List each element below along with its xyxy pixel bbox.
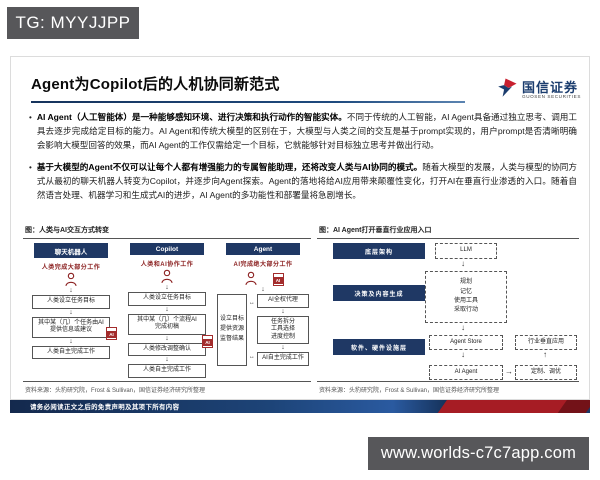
- figure-vertical-entry: 图：AI Agent打开垂直行业应用入口 底层架构 LLM ↓ 决策及内容生成 …: [317, 223, 579, 394]
- ai-file-icon: AI: [202, 335, 213, 348]
- person-icon: [63, 272, 79, 287]
- vertical-apps-node: 行业垂直应用: [515, 335, 577, 350]
- figure-interaction-shift: 图：人类与AI交互方式转变 聊天机器人 人类完成大部分工作 人类设立任务目标 其…: [23, 223, 311, 394]
- bullet-bold: AI Agent（人工智能体）是一种能够感知环境、进行决策和执行动作的智能实体。: [36, 112, 347, 122]
- arrow-leftright-icon: [249, 354, 255, 360]
- layer-label: 软件、硬件设施层: [333, 339, 425, 355]
- figures-row: 图：人类与AI交互方式转变 聊天机器人 人类完成大部分工作 人类设立任务目标 其…: [23, 223, 579, 394]
- arrow-down-icon: ↓: [461, 259, 465, 268]
- agent-icons-row: AI: [243, 271, 284, 286]
- column-subtitle: AI完成绝大部分工作: [233, 262, 293, 268]
- column-header: Copilot: [130, 243, 204, 255]
- figure-title: 图：AI Agent打开垂直行业应用入口: [319, 227, 432, 234]
- figure-content: 底层架构 LLM ↓ 决策及内容生成 规划 记忆 使用工具 采取行动 ↓ 软件、…: [317, 239, 579, 381]
- arrow-down-icon: [69, 338, 73, 346]
- bullet-marker: •: [29, 113, 32, 122]
- arrow-down-icon: [281, 308, 285, 316]
- arrow-right-icon: →: [505, 367, 513, 376]
- copilot-column: Copilot 人类和AI协作工作 人类设立任务目标 其中某（几）个流程AI 完…: [121, 243, 213, 381]
- tg-badge-text: TG: MYYJJPP: [15, 13, 131, 32]
- arrow-leftright-icon: [249, 300, 255, 306]
- disclaimer-text: 请务必阅读正文之后的免责声明及其项下所有内容: [30, 404, 180, 411]
- arrow-down-icon: ↓: [461, 323, 465, 332]
- human-role-box: 设立目标 提供资源 监督结果: [217, 294, 247, 366]
- flow-step: 人类设立任务目标: [32, 295, 110, 309]
- arrow-down-icon: [69, 309, 73, 317]
- flow-step: 人类设立任务目标: [128, 292, 206, 306]
- ai-icon-label: AI: [203, 339, 212, 346]
- flow-step: 人类自主完成工作: [128, 364, 206, 378]
- chatbot-column: 聊天机器人 人类完成大部分工作 人类设立任务目标 其中某（几）个任务由AI 提供…: [25, 243, 117, 381]
- report-slide: Agent为Copilot后的人机协同新范式 国信证券 GUOSEN SECUR…: [10, 56, 590, 400]
- column-subtitle: 人类完成大部分工作: [41, 265, 101, 271]
- title-divider: [31, 101, 465, 103]
- guosen-logo-icon: [496, 77, 518, 104]
- ai-file-icon: AI: [106, 327, 117, 340]
- arrow-down-icon: [281, 344, 285, 352]
- page-title: Agent为Copilot后的人机协同新范式: [31, 76, 280, 93]
- figure-divider: [317, 381, 579, 382]
- arrow-down-icon: [165, 356, 169, 364]
- figure-source: 资料来源：头豹研究院，Frost & Sullivan，国信证券经济研究所整理: [25, 388, 206, 394]
- footer-bar: 请务必阅读正文之后的免责声明及其项下所有内容: [10, 400, 590, 413]
- arrow-up-icon: ↑: [543, 350, 547, 359]
- flow-step: 其中某（几）个任务由AI 提供信息或建议: [32, 316, 110, 338]
- person-icon: [243, 271, 259, 286]
- flow-step: 人类自主完成工作: [32, 345, 110, 359]
- bullet-marker: •: [29, 162, 32, 172]
- llm-node: LLM: [435, 243, 497, 259]
- ai-icon-label: AI: [273, 277, 283, 284]
- agent-flow: AI全权代理 任务拆分 工具选择 进度控制 AI自主完成工作: [257, 294, 309, 366]
- ai-file-icon: AI: [272, 273, 284, 286]
- logo-name: 国信证券: [522, 80, 579, 96]
- figure-divider: [317, 238, 579, 239]
- figure-divider: [23, 381, 311, 382]
- tg-badge: TG: MYYJJPP: [7, 7, 139, 39]
- layer-label: 决策及内容生成: [333, 285, 425, 301]
- figure-content: 聊天机器人 人类完成大部分工作 人类设立任务目标 其中某（几）个任务由AI 提供…: [23, 239, 311, 381]
- customize-node: 定制、调优: [515, 365, 577, 380]
- watermark-url-text: www.worlds-c7c7app.com: [380, 444, 577, 462]
- flow-step: AI全权代理: [257, 294, 309, 308]
- bullet-text: AI Agent（人工智能体）是一种能够感知环境、进行决策和执行动作的智能实体。…: [37, 111, 577, 153]
- flow-step: 其中某（几）个流程AI 完成初稿: [128, 313, 206, 335]
- bullet-rest: 不同于传统的人工智能，AI Agent具备通过独立思考、调用工具去逐步完成给定目…: [36, 112, 577, 150]
- arrow-down-icon: [69, 287, 73, 295]
- arrow-down-icon: [165, 306, 169, 314]
- column-header: 聊天机器人: [34, 243, 108, 258]
- bullet-text: 基于大模型的Agent不仅可以让每个人都有增强能力的专属智能助理，还将改变人类与…: [37, 161, 577, 203]
- figure-divider: [23, 238, 311, 239]
- arrow-down-icon: [165, 284, 169, 292]
- agent-flow-body: 设立目标 提供资源 监督结果 AI全权代理 任务拆分 工具选择 进度控制 AI自…: [217, 294, 309, 366]
- bullet-item: • 基于大模型的Agent不仅可以让每个人都有增强能力的专属智能助理，还将改变人…: [29, 161, 577, 203]
- agent-core-node: 规划 记忆 使用工具 采取行动: [425, 271, 507, 323]
- bullet-rest: 随着大模型的发展，人类与模型的协同方式从最初的聊天机器人转变为Copilot，并…: [36, 161, 577, 200]
- footer-accent-red: [434, 400, 570, 413]
- column-subtitle: 人类和AI协作工作: [140, 262, 194, 268]
- watermark-url[interactable]: www.worlds-c7c7app.com: [368, 437, 589, 470]
- ai-icon-label: AI: [107, 331, 116, 338]
- arrow-down-icon: [165, 335, 169, 343]
- bullet-bold: 基于大模型的Agent不仅可以让每个人都有增强能力的专属智能助理，还将改变人类与…: [36, 161, 423, 172]
- figure-source: 资料来源：头豹研究院，Frost & Sullivan，国信证券经济研究所整理: [319, 388, 500, 394]
- arrow-down-icon: [261, 286, 265, 294]
- ai-agent-node: AI Agent: [429, 365, 503, 380]
- figure-title: 图：人类与AI交互方式转变: [25, 227, 109, 234]
- column-header: Agent: [226, 243, 300, 255]
- bidirectional-arrows: [249, 294, 255, 366]
- bullet-item: • AI Agent（人工智能体）是一种能够感知环境、进行决策和执行动作的智能实…: [29, 111, 577, 153]
- summary-bullets: • AI Agent（人工智能体）是一种能够感知环境、进行决策和执行动作的智能实…: [29, 111, 577, 211]
- agent-store-node: Agent Store: [429, 335, 503, 350]
- logo-subname: GUOSEN SECURITIES: [522, 93, 581, 99]
- person-icon: [159, 269, 175, 284]
- agent-column: Agent AI完成绝大部分工作 AI 设立目标 提供资源 监督结果 AI全权代…: [217, 243, 309, 381]
- arrow-down-icon: ↓: [461, 350, 465, 359]
- layer-label: 底层架构: [333, 243, 425, 259]
- flow-step: AI自主完成工作: [257, 352, 309, 366]
- guosen-logo: 国信证券 GUOSEN SECURITIES: [496, 77, 581, 104]
- flow-step: 任务拆分 工具选择 进度控制: [257, 315, 309, 344]
- flow-step: 人类修改调整确认: [128, 342, 206, 356]
